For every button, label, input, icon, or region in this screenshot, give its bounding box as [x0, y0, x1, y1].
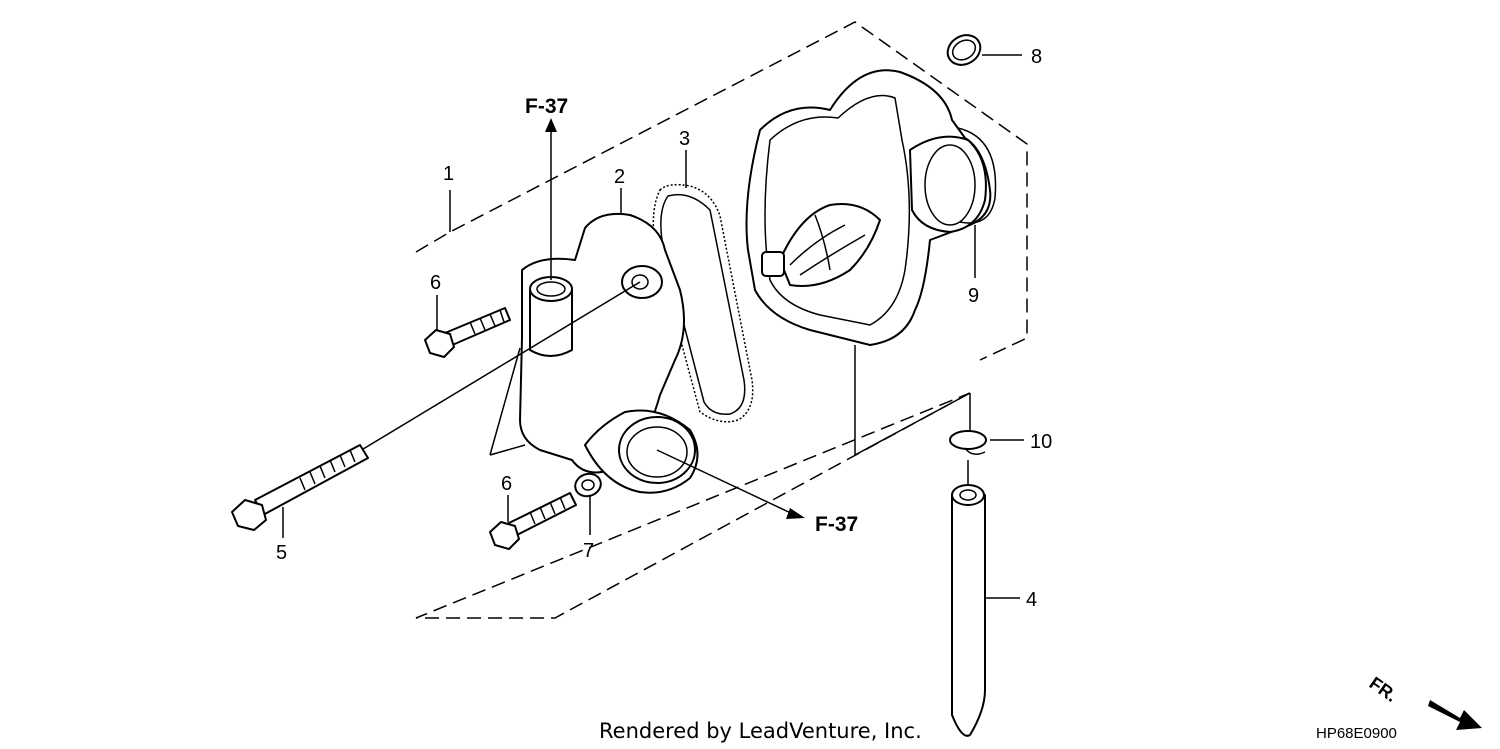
cover-bolt-boss: [621, 265, 663, 299]
pump-shaft-end: [924, 144, 976, 226]
top-outlet-inner: [536, 281, 566, 297]
callout-4: 4: [1026, 589, 1037, 611]
reference-right[interactable]: F-37: [815, 513, 858, 536]
impeller: [761, 203, 881, 287]
drain-tube[interactable]: [951, 484, 986, 737]
callout-6-upper: 6: [430, 272, 441, 294]
gasket-inner: [660, 193, 746, 415]
o-ring-shaft[interactable]: [957, 127, 997, 224]
o-ring-small[interactable]: [942, 29, 985, 70]
sealing-washer[interactable]: [572, 470, 604, 500]
callout-7: 7: [583, 540, 594, 562]
credit-text: Rendered by LeadVenture, Inc.: [599, 719, 922, 743]
front-direction-indicator: FR.: [1366, 673, 1482, 730]
short-bolt-upper[interactable]: [424, 307, 511, 358]
side-outlet-inner: [626, 426, 688, 478]
assembly-boundary: [415, 21, 1028, 619]
reference-top[interactable]: F-37: [525, 95, 568, 118]
short-bolt-lower[interactable]: [489, 492, 577, 550]
callout-8: 8: [1031, 46, 1042, 68]
callout-3: 3: [679, 128, 690, 150]
direction-arrow-icon: [1428, 700, 1482, 730]
arrow-right-head: [786, 508, 805, 519]
long-bolt[interactable]: [231, 281, 641, 531]
arrow-top-head: [545, 118, 557, 132]
direction-label: FR.: [1366, 673, 1401, 706]
pump-bracket-line: [854, 345, 971, 457]
cover-bolt-hole: [631, 274, 649, 290]
callout-10: 10: [1030, 431, 1052, 453]
tube-clip[interactable]: [949, 430, 987, 455]
callout-6-lower: 6: [501, 473, 512, 495]
callout-1: 1: [443, 163, 454, 185]
callout-2: 2: [614, 166, 625, 188]
gasket[interactable]: [652, 183, 754, 423]
cover-bracket-lines: [489, 347, 526, 456]
callout-9: 9: [968, 285, 979, 307]
callout-5: 5: [276, 542, 287, 564]
diagram-code: HP68E0900: [1316, 725, 1397, 742]
arrow-right-shaft: [656, 449, 796, 516]
top-outlet-pipe: [529, 289, 573, 357]
